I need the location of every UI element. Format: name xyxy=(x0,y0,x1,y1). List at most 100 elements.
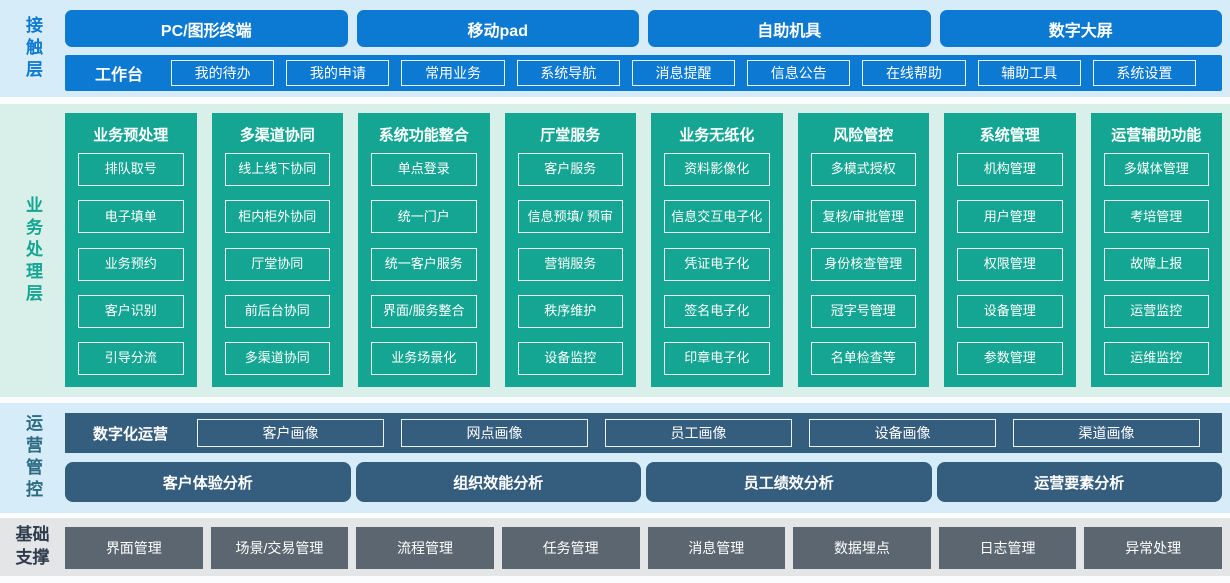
channel-profile-button[interactable]: 渠道画像 xyxy=(1013,419,1201,447)
contact-layer-side: 接触层 xyxy=(0,0,65,97)
digital-ops-label: 数字化运营 xyxy=(93,425,169,443)
column-item[interactable]: 运营监控 xyxy=(1103,294,1209,328)
column-title: 多渠道协同 xyxy=(239,126,315,144)
device-profile-button[interactable]: 设备画像 xyxy=(809,419,997,447)
column-item[interactable]: 客户服务 xyxy=(517,153,623,186)
column-item[interactable]: 身份核查管理 xyxy=(810,247,916,281)
column-item[interactable]: 资料影像化 xyxy=(664,153,770,186)
column-item[interactable]: 界面/服务整合 xyxy=(371,294,477,328)
workbench-item-message-reminder[interactable]: 消息提醒 xyxy=(631,60,736,86)
column-item[interactable]: 冠字号管理 xyxy=(810,294,916,328)
column-item[interactable]: 柜内柜外协同 xyxy=(224,200,330,234)
channel-self-service[interactable]: 自助机具 xyxy=(648,10,931,47)
column-item[interactable]: 运维监控 xyxy=(1103,342,1209,375)
column-item[interactable]: 多模式授权 xyxy=(810,153,916,186)
column-item[interactable]: 统一客户服务 xyxy=(371,247,477,281)
column-item[interactable]: 用户管理 xyxy=(957,200,1063,234)
channel-digital-screen[interactable]: 数字大屏 xyxy=(939,10,1222,47)
column-item[interactable]: 多渠道协同 xyxy=(224,342,330,375)
support-layer-band: 基础支撑 界面管理 场景/交易管理 流程管理 任务管理 消息管理 数据埋点 日志… xyxy=(0,518,1230,576)
workbench-item-info-bulletin[interactable]: 信息公告 xyxy=(747,60,851,86)
workbench-label: 工作台 xyxy=(95,67,144,84)
column-title: 系统功能整合 xyxy=(378,126,469,144)
workbench-item-auxiliary-tools[interactable]: 辅助工具 xyxy=(977,60,1081,86)
channel-pc-terminal[interactable]: PC/图形终端 xyxy=(65,10,348,47)
column-item[interactable]: 故障上报 xyxy=(1103,247,1209,281)
support-layer-label: 基础支撑 xyxy=(15,525,50,567)
employee-performance-analysis[interactable]: 员工绩效分析 xyxy=(646,462,932,502)
column-item[interactable]: 统一门户 xyxy=(371,200,477,234)
exception-handling-button[interactable]: 异常处理 xyxy=(1084,527,1222,569)
support-row: 界面管理 场景/交易管理 流程管理 任务管理 消息管理 数据埋点 日志管理 异常… xyxy=(65,518,1222,576)
column-item[interactable]: 业务场景化 xyxy=(371,342,477,375)
channel-row: PC/图形终端 移动pad 自助机具 数字大屏 xyxy=(65,10,1222,47)
column-paperless-business: 业务无纸化 资料影像化 信息交互电子化 凭证电子化 签名电子化 印章电子化 xyxy=(651,113,783,387)
column-item[interactable]: 印章电子化 xyxy=(664,342,770,375)
digital-ops-bar: 数字化运营 客户画像 网点画像 员工画像 设备画像 渠道画像 xyxy=(65,413,1222,453)
data-tracking-button[interactable]: 数据埋点 xyxy=(793,527,931,569)
contact-layer-label: 接触层 xyxy=(23,15,42,82)
column-item[interactable]: 考培管理 xyxy=(1103,200,1209,234)
process-management-button[interactable]: 流程管理 xyxy=(356,527,494,569)
ops-layer-side: 运营管控 xyxy=(0,403,65,513)
organization-efficiency-analysis[interactable]: 组织效能分析 xyxy=(355,462,641,502)
workbench-item-my-todo[interactable]: 我的待办 xyxy=(171,60,275,86)
column-item[interactable]: 电子填单 xyxy=(78,200,184,234)
column-item[interactable]: 名单检查等 xyxy=(810,342,916,375)
workbench-bar: 工作台 我的待办 我的申请 常用业务 系统导航 消息提醒 信息公告 在线帮助 辅… xyxy=(65,55,1222,91)
log-management-button[interactable]: 日志管理 xyxy=(938,527,1077,569)
customer-experience-analysis[interactable]: 客户体验分析 xyxy=(65,462,351,502)
column-item[interactable]: 秩序维护 xyxy=(517,294,623,328)
contact-layer-content: PC/图形终端 移动pad 自助机具 数字大屏 工作台 我的待办 我的申请 常用… xyxy=(65,0,1222,97)
ops-layer-content: 数字化运营 客户画像 网点画像 员工画像 设备画像 渠道画像 客户体验分析 组织… xyxy=(65,403,1222,513)
column-item[interactable]: 权限管理 xyxy=(957,247,1063,281)
business-columns: 业务预处理 排队取号 电子填单 业务预约 客户识别 引导分流 多渠道协同 线上线… xyxy=(65,104,1222,397)
message-management-button[interactable]: 消息管理 xyxy=(647,527,786,569)
business-layer-side: 业务处理层 xyxy=(0,104,65,397)
column-item[interactable]: 排队取号 xyxy=(78,153,184,186)
column-title: 风险管控 xyxy=(833,126,894,144)
column-title: 系统管理 xyxy=(979,126,1040,144)
column-item[interactable]: 营销服务 xyxy=(517,247,623,281)
column-item[interactable]: 机构管理 xyxy=(957,153,1063,186)
column-item[interactable]: 前后台协同 xyxy=(224,294,330,328)
business-layer-band: 业务处理层 业务预处理 排队取号 电子填单 业务预约 客户识别 引导分流 多渠道… xyxy=(0,104,1230,397)
support-layer-side: 基础支撑 xyxy=(0,518,65,576)
column-item[interactable]: 凭证电子化 xyxy=(664,247,770,281)
column-title: 运营辅助功能 xyxy=(1111,126,1202,144)
column-item[interactable]: 信息预填/ 预审 xyxy=(517,200,623,234)
column-business-preprocessing: 业务预处理 排队取号 电子填单 业务预约 客户识别 引导分流 xyxy=(65,113,197,387)
column-item[interactable]: 复核/审批管理 xyxy=(810,200,916,234)
ops-layer-band: 运营管控 数字化运营 客户画像 网点画像 员工画像 设备画像 渠道画像 客户体验… xyxy=(0,403,1230,513)
column-title: 业务预处理 xyxy=(93,126,169,144)
business-layer-label: 业务处理层 xyxy=(23,195,42,306)
column-item[interactable]: 多媒体管理 xyxy=(1103,153,1209,186)
operation-factor-analysis[interactable]: 运营要素分析 xyxy=(936,462,1222,502)
column-item[interactable]: 设备监控 xyxy=(517,342,623,375)
scene-transaction-management-button[interactable]: 场景/交易管理 xyxy=(210,527,349,569)
channel-mobile-pad[interactable]: 移动pad xyxy=(356,10,639,47)
column-item[interactable]: 客户识别 xyxy=(78,294,184,328)
column-item[interactable]: 参数管理 xyxy=(957,342,1063,375)
workbench-item-online-help[interactable]: 在线帮助 xyxy=(862,60,966,86)
column-item[interactable]: 信息交互电子化 xyxy=(664,200,770,234)
workbench-item-my-applications[interactable]: 我的申请 xyxy=(286,60,390,86)
analysis-row: 客户体验分析 组织效能分析 员工绩效分析 运营要素分析 xyxy=(65,462,1222,502)
column-item[interactable]: 线上线下协同 xyxy=(224,153,330,186)
column-item[interactable]: 引导分流 xyxy=(78,342,184,375)
workbench-item-common-business[interactable]: 常用业务 xyxy=(401,60,505,86)
workbench-item-system-settings[interactable]: 系统设置 xyxy=(1092,60,1196,86)
branch-profile-button[interactable]: 网点画像 xyxy=(401,419,589,447)
contact-layer-band: 接触层 PC/图形终端 移动pad 自助机具 数字大屏 工作台 我的待办 我的申… xyxy=(0,0,1230,97)
column-item[interactable]: 单点登录 xyxy=(371,153,477,186)
workbench-item-system-navigation[interactable]: 系统导航 xyxy=(516,60,620,86)
employee-profile-button[interactable]: 员工画像 xyxy=(605,419,793,447)
column-title: 厅堂服务 xyxy=(540,126,601,144)
customer-profile-button[interactable]: 客户画像 xyxy=(197,419,385,447)
ui-management-button[interactable]: 界面管理 xyxy=(65,527,203,569)
column-item[interactable]: 厅堂协同 xyxy=(224,247,330,281)
column-item[interactable]: 签名电子化 xyxy=(664,294,770,328)
task-management-button[interactable]: 任务管理 xyxy=(501,527,640,569)
column-item[interactable]: 设备管理 xyxy=(957,294,1063,328)
column-item[interactable]: 业务预约 xyxy=(78,247,184,281)
